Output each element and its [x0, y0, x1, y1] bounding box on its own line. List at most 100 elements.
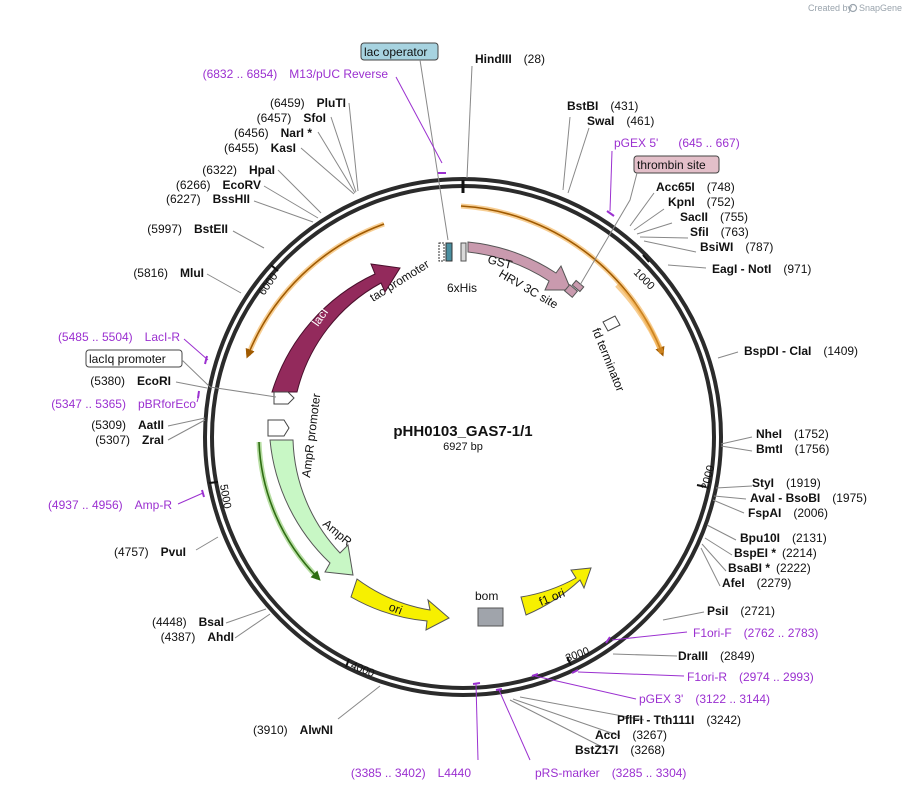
site-bstbi: BstBI(431): [567, 99, 638, 113]
thrombin-feature: [571, 279, 585, 293]
bom-label: bom: [475, 589, 498, 603]
primer-mark-f1ori-r: [571, 669, 579, 674]
site-bstz17i: BstZ17I(3268): [575, 743, 665, 757]
site-psii: PsiI(2721): [707, 604, 775, 618]
backbone-outer-strand: [203, 177, 723, 697]
site-avai-bsobi: AvaI - BsoBI(1975): [750, 491, 867, 505]
site-zrai: (5307)ZraI: [95, 433, 164, 447]
site-pvui: (4757)PvuI: [114, 545, 186, 559]
site-bspdi-clai: BspDI - ClaI(1409): [744, 344, 858, 358]
site-bmti: BmtI(1756): [756, 442, 829, 456]
lac-operator-label: lac operator: [364, 45, 427, 59]
primer-mark-pgex5: [606, 210, 615, 217]
primer-f1ori-r: F1ori-R(2974 .. 2993): [687, 670, 814, 684]
snapgene-logo: Created by SnapGene: [808, 3, 902, 13]
thrombin-site-label: thrombin site: [637, 158, 706, 172]
orf-arc-small-glow: [615, 283, 665, 354]
gst-label: GST: [486, 252, 514, 272]
site-mlui: (5816)MluI: [133, 266, 204, 280]
lac-operator-box: [360, 42, 439, 61]
laci-arrow: [271, 263, 401, 393]
laciq-promoter-box: [85, 349, 183, 368]
primer-laci-r: (5485 .. 5504)LacI-R: [58, 330, 180, 344]
laciq-promoter-feature: [273, 391, 295, 405]
site-labels: HindIII(28) BstBI(431) SwaI(461) Acc65I(…: [475, 52, 867, 757]
fd-label: fd terminator: [589, 326, 627, 394]
tick-2000: [696, 484, 707, 488]
tick-1000: [642, 254, 650, 263]
primer-l4440: (3385 .. 3402)L4440: [351, 766, 471, 780]
orf-arcs: [245, 203, 665, 581]
site-bsshii: (6227)BssHII: [166, 192, 250, 206]
site-bpu10i: Bpu10I(2131): [740, 531, 827, 545]
site-leaders: [167, 65, 753, 761]
ampr-arrow: [269, 439, 354, 576]
snapgene-icon: [848, 3, 858, 13]
site-bsiwi: BsiWI(787): [700, 240, 773, 254]
site-draiii: DraIII(2849): [678, 649, 755, 663]
site-afei: AfeI(2279): [722, 576, 791, 590]
laciq-promoter-label: lacIq promoter: [89, 352, 166, 366]
ampr-promoter-feature: [267, 419, 290, 437]
logo-brand: SnapGene: [859, 3, 902, 13]
primer-amp-r: (4937 .. 4956)Amp-R: [48, 498, 172, 512]
site-aatii: (5309)AatII: [91, 418, 164, 432]
tick-3000: [566, 656, 572, 666]
site-bsai: (4448)BsaI: [152, 615, 224, 629]
backbone: [203, 177, 723, 697]
primer-pgex5: pGEX 5'(645 .. 667): [614, 136, 740, 150]
primer-mark-laci-r: [204, 355, 208, 365]
primer-mark-f1ori-f: [605, 636, 611, 644]
bom-feature: [477, 607, 504, 627]
plasmid-length: 6927 bp: [443, 441, 483, 453]
thrombin-site-box: [633, 155, 720, 174]
site-bspei: BspEI *(2214): [734, 546, 817, 560]
primer-pgex3: pGEX 3'(3122 .. 3144): [639, 692, 770, 706]
site-eagi-noti: EagI - NotI(971): [712, 262, 811, 276]
site-ahdi: (4387)AhdI: [161, 630, 234, 644]
lac-operator-feature: [445, 242, 453, 262]
orf-arc-laci: [245, 223, 385, 359]
site-hindiii: HindIII(28): [475, 52, 545, 66]
boxed-labels: lac operator thrombin site lacIq promote…: [85, 42, 720, 398]
site-pluti: (6459)PluTI: [270, 96, 346, 110]
primer-m13-puc-reverse: (6832 .. 6854)M13/pUC Reverse: [203, 67, 389, 81]
laciq-leader: [181, 359, 277, 398]
f1-ori-label: f1 ori: [537, 586, 567, 609]
fd-terminator-feature: [602, 315, 621, 332]
tick-label-4000: 4000: [349, 660, 376, 680]
his-label: 6xHis: [447, 281, 477, 295]
site-labels-left: (3910)AlwNI (4387)AhdI (4448)BsaI (4757)…: [90, 96, 346, 737]
f1-ori-arrow: [520, 567, 592, 616]
site-nari: (6456)NarI *: [234, 126, 312, 140]
primer-f1ori-f: F1ori-F(2762 .. 2783): [693, 626, 818, 640]
site-ecorv: (6266)EcoRV: [176, 178, 261, 192]
logo-prefix: Created by: [808, 3, 853, 13]
site-bsteii: (5997)BstEII: [147, 222, 228, 236]
site-sacii: SacII(755): [680, 210, 748, 224]
primer-mark-pgex3: [531, 673, 539, 677]
primer-labels: (6832 .. 6854)M13/pUC Reverse pGEX 5'(64…: [48, 67, 818, 780]
ori-label: ori: [387, 600, 404, 618]
site-bsabi: BsaBI *(2222): [728, 561, 811, 575]
site-sfoi: (6457)SfoI: [257, 111, 326, 125]
site-swai: SwaI(461): [587, 114, 654, 128]
site-ecori: (5380)EcoRI: [90, 374, 171, 388]
site-styi: StyI(1919): [752, 476, 821, 490]
site-kasi: (6455)KasI: [224, 141, 296, 155]
orf-arc-ampr: [258, 441, 321, 581]
site-hpai: (6322)HpaI: [202, 163, 275, 177]
site-kpni: KpnI(752): [668, 195, 735, 209]
tick-label-5000: 5000: [217, 483, 233, 509]
primer-mark-prs-marker: [495, 688, 503, 691]
tick-6000: [270, 264, 279, 272]
tick-5000: [208, 481, 219, 484]
site-alwni: (3910)AlwNI: [253, 723, 333, 737]
ori-arrow: [350, 578, 450, 631]
hrv3c-site: [563, 284, 579, 298]
ampr-promoter-label: AmpR promoter: [299, 393, 323, 479]
primer-mark-l4440: [472, 682, 481, 685]
site-acc65i: Acc65I(748): [656, 180, 735, 194]
site-fspai: FspAI(2006): [748, 506, 828, 520]
lac-operator-leader: [419, 59, 449, 241]
